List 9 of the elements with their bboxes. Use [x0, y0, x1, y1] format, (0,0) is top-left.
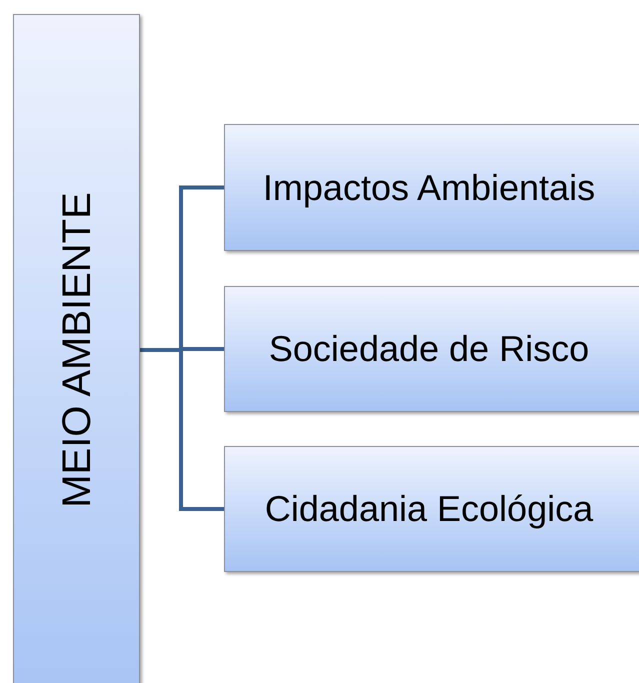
topic-box: [224, 286, 639, 412]
connector-line: [140, 348, 224, 511]
vertical-title: MEIO AMBIENTE: [56, 192, 96, 508]
topic-text: Cidadania Ecológica: [264, 488, 594, 530]
topic-box: [224, 124, 639, 251]
title-bar: [13, 14, 140, 683]
topic-box: [224, 446, 639, 572]
topic-text: Impactos Ambientais: [262, 166, 596, 208]
topic-text: Sociedade de Risco: [268, 328, 590, 370]
